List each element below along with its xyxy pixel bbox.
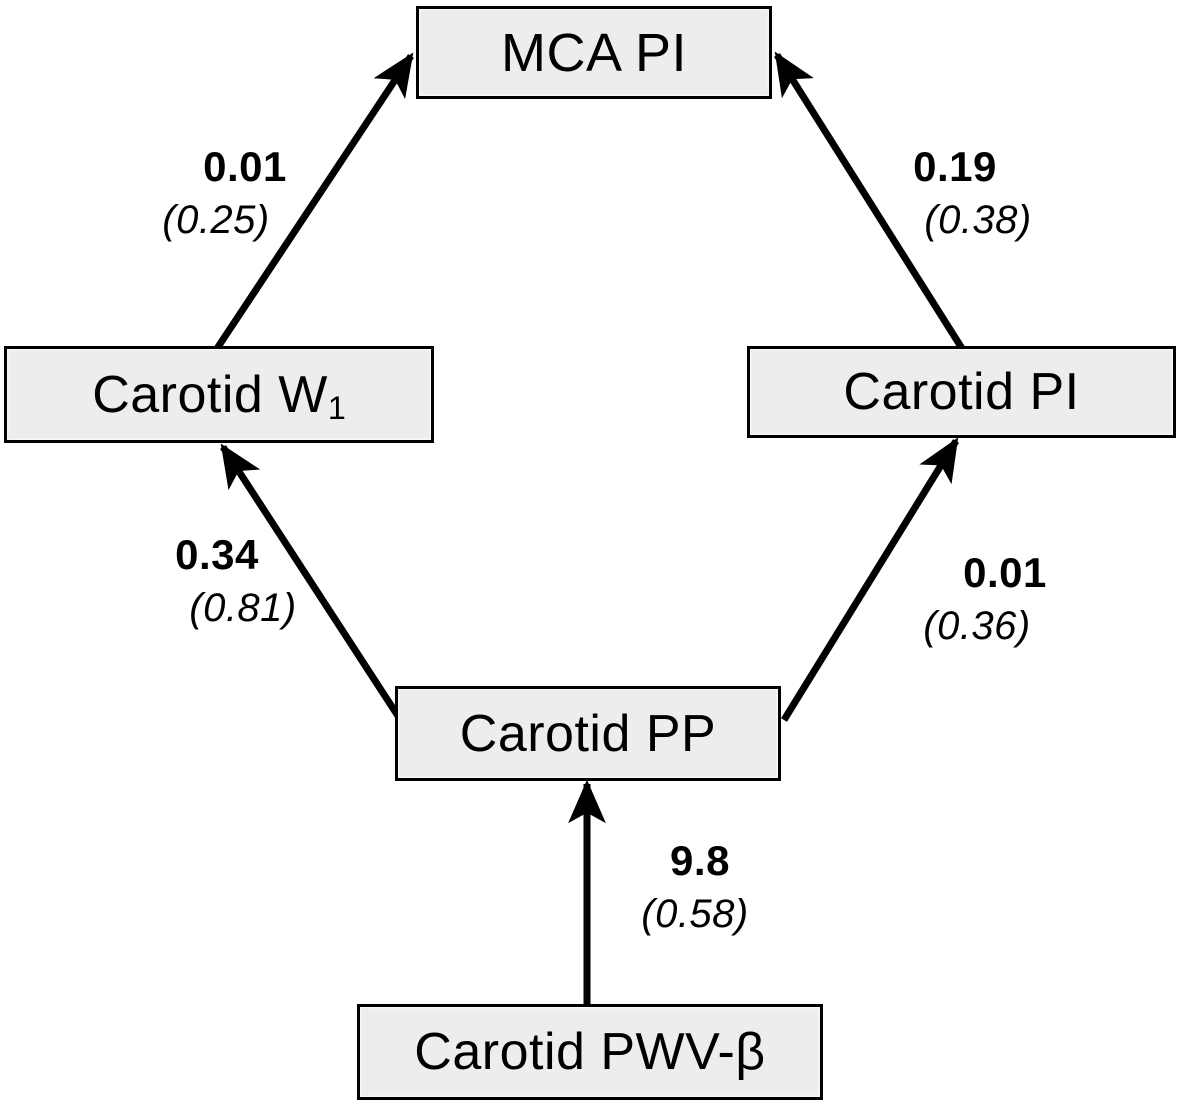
edge-label-carotid-pp-to-carotid-pi: 0.01 (0.36) — [880, 549, 1130, 647]
node-carotid-w1-label-main: Carotid W — [92, 365, 328, 424]
node-carotid-pwv-beta-label: Carotid PWV-β — [414, 1023, 766, 1081]
edge-label-carotid-pi-to-mca-pi: 0.19 (0.38) — [830, 143, 1080, 242]
edge-standard-error: (0.81) — [189, 586, 297, 630]
edge-coefficient: 0.19 — [913, 143, 997, 190]
edge-label-carotid-pp-to-carotid-w1: 0.34 (0.81) — [92, 531, 342, 630]
edge-coefficient: 0.01 — [963, 549, 1047, 596]
node-carotid-w1[interactable]: Carotid W1 — [4, 346, 434, 443]
node-mca-pi[interactable]: MCA PI — [416, 6, 772, 99]
edge-coefficient: 0.01 — [203, 143, 287, 190]
edge-label-carotid-w1-to-mca-pi: 0.01 (0.25) — [120, 143, 370, 241]
node-carotid-pi[interactable]: Carotid PI — [747, 346, 1176, 438]
node-mca-pi-label: MCA PI — [500, 22, 688, 83]
node-carotid-w1-label-subscript: 1 — [327, 389, 346, 426]
edge-coefficient: 9.8 — [670, 837, 730, 884]
edge-coefficient: 0.34 — [175, 531, 259, 578]
edge-standard-error: (0.36) — [923, 604, 1031, 648]
edge-standard-error: (0.38) — [924, 198, 1032, 242]
edge-label-carotid-pwv-to-carotid-pp: 9.8 (0.58) — [600, 837, 800, 935]
edge-standard-error: (0.58) — [641, 892, 749, 936]
edge-standard-error: (0.25) — [162, 198, 270, 242]
node-carotid-pp[interactable]: Carotid PP — [395, 686, 781, 781]
node-carotid-w1-label: Carotid W1 — [92, 365, 346, 424]
node-carotid-pi-label: Carotid PI — [843, 363, 1080, 421]
node-carotid-pp-label: Carotid PP — [459, 704, 717, 763]
node-carotid-pwv-beta[interactable]: Carotid PWV-β — [357, 1004, 823, 1100]
